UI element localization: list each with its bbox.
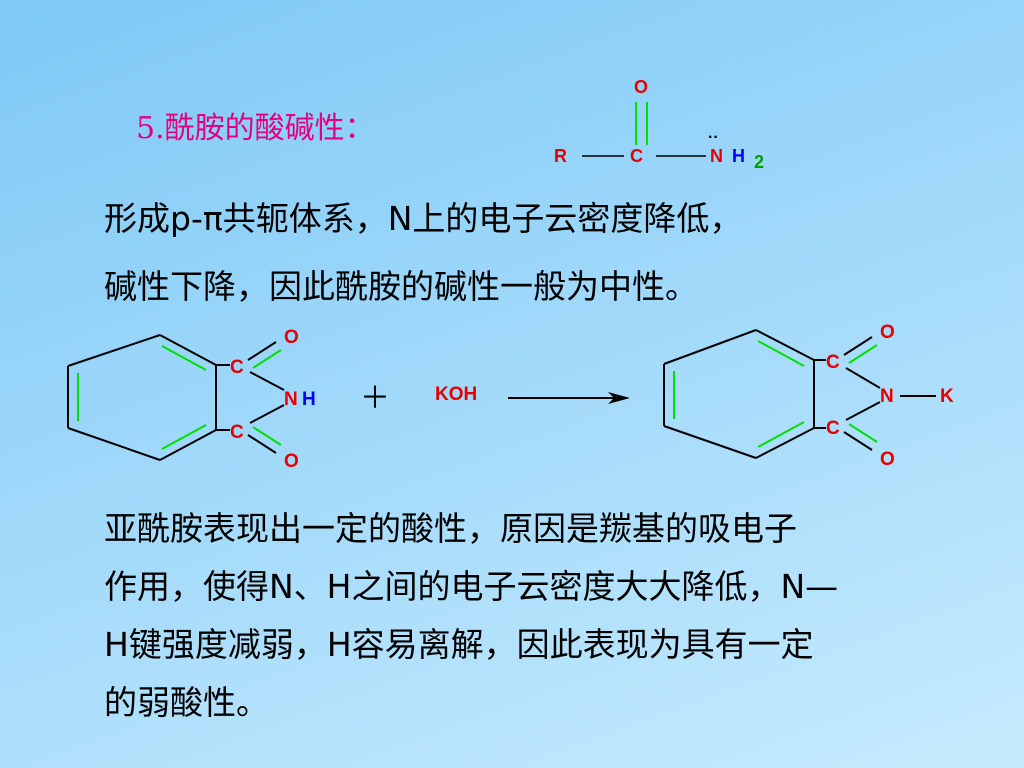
reaction-arrow-head bbox=[608, 392, 630, 404]
amide-c: C bbox=[630, 146, 643, 166]
reactant-co-top-a bbox=[247, 341, 277, 361]
reaction-scheme: C C O O N H ＋ KOH C C O O N K bbox=[67, 322, 954, 472]
product-co-bot-a bbox=[843, 431, 873, 451]
product-co-top-a bbox=[843, 336, 873, 356]
product-co-bot-b bbox=[848, 423, 878, 443]
reactant-co-top-b bbox=[252, 349, 282, 369]
paragraph-3-line: H键强度减弱，H容易离解，因此表现为具有一定 bbox=[104, 625, 814, 664]
reactant-co-bot-a bbox=[247, 434, 277, 454]
amide-sub2: 2 bbox=[754, 152, 764, 172]
product-k: K bbox=[940, 386, 954, 407]
paragraph-3-line: 的弱酸性。 bbox=[104, 683, 269, 722]
reactant-benzene-ring bbox=[67, 334, 217, 461]
reactant-c-top: C bbox=[230, 357, 244, 378]
reactant-o-bottom: O bbox=[284, 451, 299, 472]
product-n: N bbox=[880, 386, 894, 407]
reactant-c-bottom: C bbox=[230, 422, 244, 443]
paragraph-1: 形成p-π共轭体系，N上的电子云密度降低， bbox=[104, 199, 743, 238]
reactant-n: N bbox=[284, 389, 298, 410]
product-c-bottom: C bbox=[826, 418, 840, 439]
product-co-top-b bbox=[848, 344, 878, 364]
product-o-top: O bbox=[880, 322, 895, 343]
amide-n: N bbox=[710, 146, 723, 166]
product-cn-top bbox=[845, 367, 881, 389]
paragraph-3-line: 亚酰胺表现出一定的酸性，原因是羰基的吸电子 bbox=[104, 509, 797, 548]
amide-structure: C O R ·· N H 2 bbox=[554, 77, 764, 172]
product-o-bottom: O bbox=[880, 449, 895, 470]
reactant-co-bot-b bbox=[252, 426, 282, 446]
reactant-h: H bbox=[302, 389, 316, 410]
amide-o: O bbox=[634, 77, 648, 97]
amide-h: H bbox=[732, 146, 745, 166]
reactant-cn-bot bbox=[249, 404, 285, 424]
reactant-cn-top bbox=[249, 371, 285, 391]
product-cn-bot bbox=[845, 401, 881, 421]
reagent-koh: KOH bbox=[435, 384, 477, 405]
reactant-o-top: O bbox=[284, 327, 299, 348]
plus-sign: ＋ bbox=[360, 382, 390, 415]
paragraph-3: 亚酰胺表现出一定的酸性，原因是羰基的吸电子 作用，使得N、H之间的电子云密度大大… bbox=[104, 500, 994, 732]
product-c-top: C bbox=[826, 352, 840, 373]
slide-heading: 5.酰胺的酸碱性： bbox=[136, 111, 375, 146]
product-benzene-ring bbox=[663, 329, 815, 459]
amide-lone-pair: ·· bbox=[708, 129, 719, 146]
paragraph-3-line: 作用，使得N、H之间的电子云密度大大降低，N— bbox=[104, 567, 839, 606]
amide-r: R bbox=[554, 146, 567, 166]
paragraph-2: 碱性下降，因此酰胺的碱性一般为中性。 bbox=[104, 267, 698, 306]
